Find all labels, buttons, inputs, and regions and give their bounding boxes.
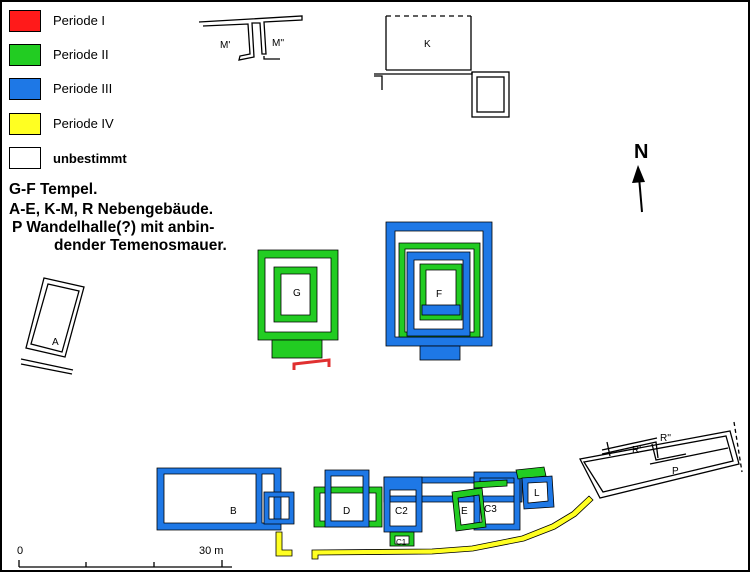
building-a: A: [20, 277, 85, 375]
label-f: F: [436, 289, 442, 300]
legend-swatch-unbestimmt: [9, 147, 41, 169]
caption-line-2: A-E, K-M, R Nebengebäude.: [9, 201, 214, 218]
label-g: G: [293, 288, 301, 299]
temenos-wall-yellow: [275, 495, 594, 560]
building-l: L: [515, 466, 555, 510]
temple-f: F: [385, 221, 493, 361]
caption-line-4: dender Temenosmauer.: [54, 237, 227, 254]
legend-swatch-periode-1: [9, 10, 41, 32]
scale-bar: 0 30 m: [17, 545, 232, 568]
temple-g: G: [257, 249, 339, 370]
label-r2: R'': [660, 433, 671, 444]
building-m: M' M'': [198, 15, 303, 61]
legend-label-periode-2: Periode II: [53, 47, 109, 62]
north-arrow: N: [632, 141, 648, 213]
caption-line-1: G-F Tempel.: [9, 181, 98, 198]
label-e: E: [461, 506, 468, 517]
label-d: D: [343, 506, 350, 517]
label-l: L: [534, 488, 540, 499]
caption-line-3: P Wandelhalle(?) mit anbin-: [12, 219, 215, 236]
label-c1: C1: [396, 538, 407, 547]
legend-label-periode-1: Periode I: [53, 13, 106, 28]
label-m1: M': [220, 40, 230, 51]
building-d: D: [313, 469, 383, 528]
building-e: E: [451, 479, 508, 532]
scale-start: 0: [17, 545, 23, 557]
legend-label-periode-4: Periode IV: [53, 116, 114, 131]
label-k: K: [424, 39, 431, 50]
scale-end: 30 m: [199, 545, 223, 557]
north-label: N: [634, 141, 648, 163]
building-k: K: [374, 15, 510, 118]
label-p: P: [672, 466, 679, 477]
legend-swatch-periode-2: [9, 44, 41, 66]
legend-swatch-periode-4: [9, 113, 41, 135]
legend-label-periode-3: Periode III: [53, 81, 113, 96]
label-m2: M'': [272, 38, 284, 49]
legend-swatch-periode-3: [9, 78, 41, 100]
label-c2: C2: [395, 506, 408, 517]
label-b: B: [230, 506, 237, 517]
building-b: B: [156, 467, 295, 531]
label-a: A: [52, 337, 59, 348]
label-c3: C3: [484, 504, 497, 515]
legend-label-unbestimmt: unbestimmt: [53, 151, 127, 166]
label-r1: R': [632, 445, 641, 456]
building-p-r: R' R'' P: [579, 421, 743, 499]
